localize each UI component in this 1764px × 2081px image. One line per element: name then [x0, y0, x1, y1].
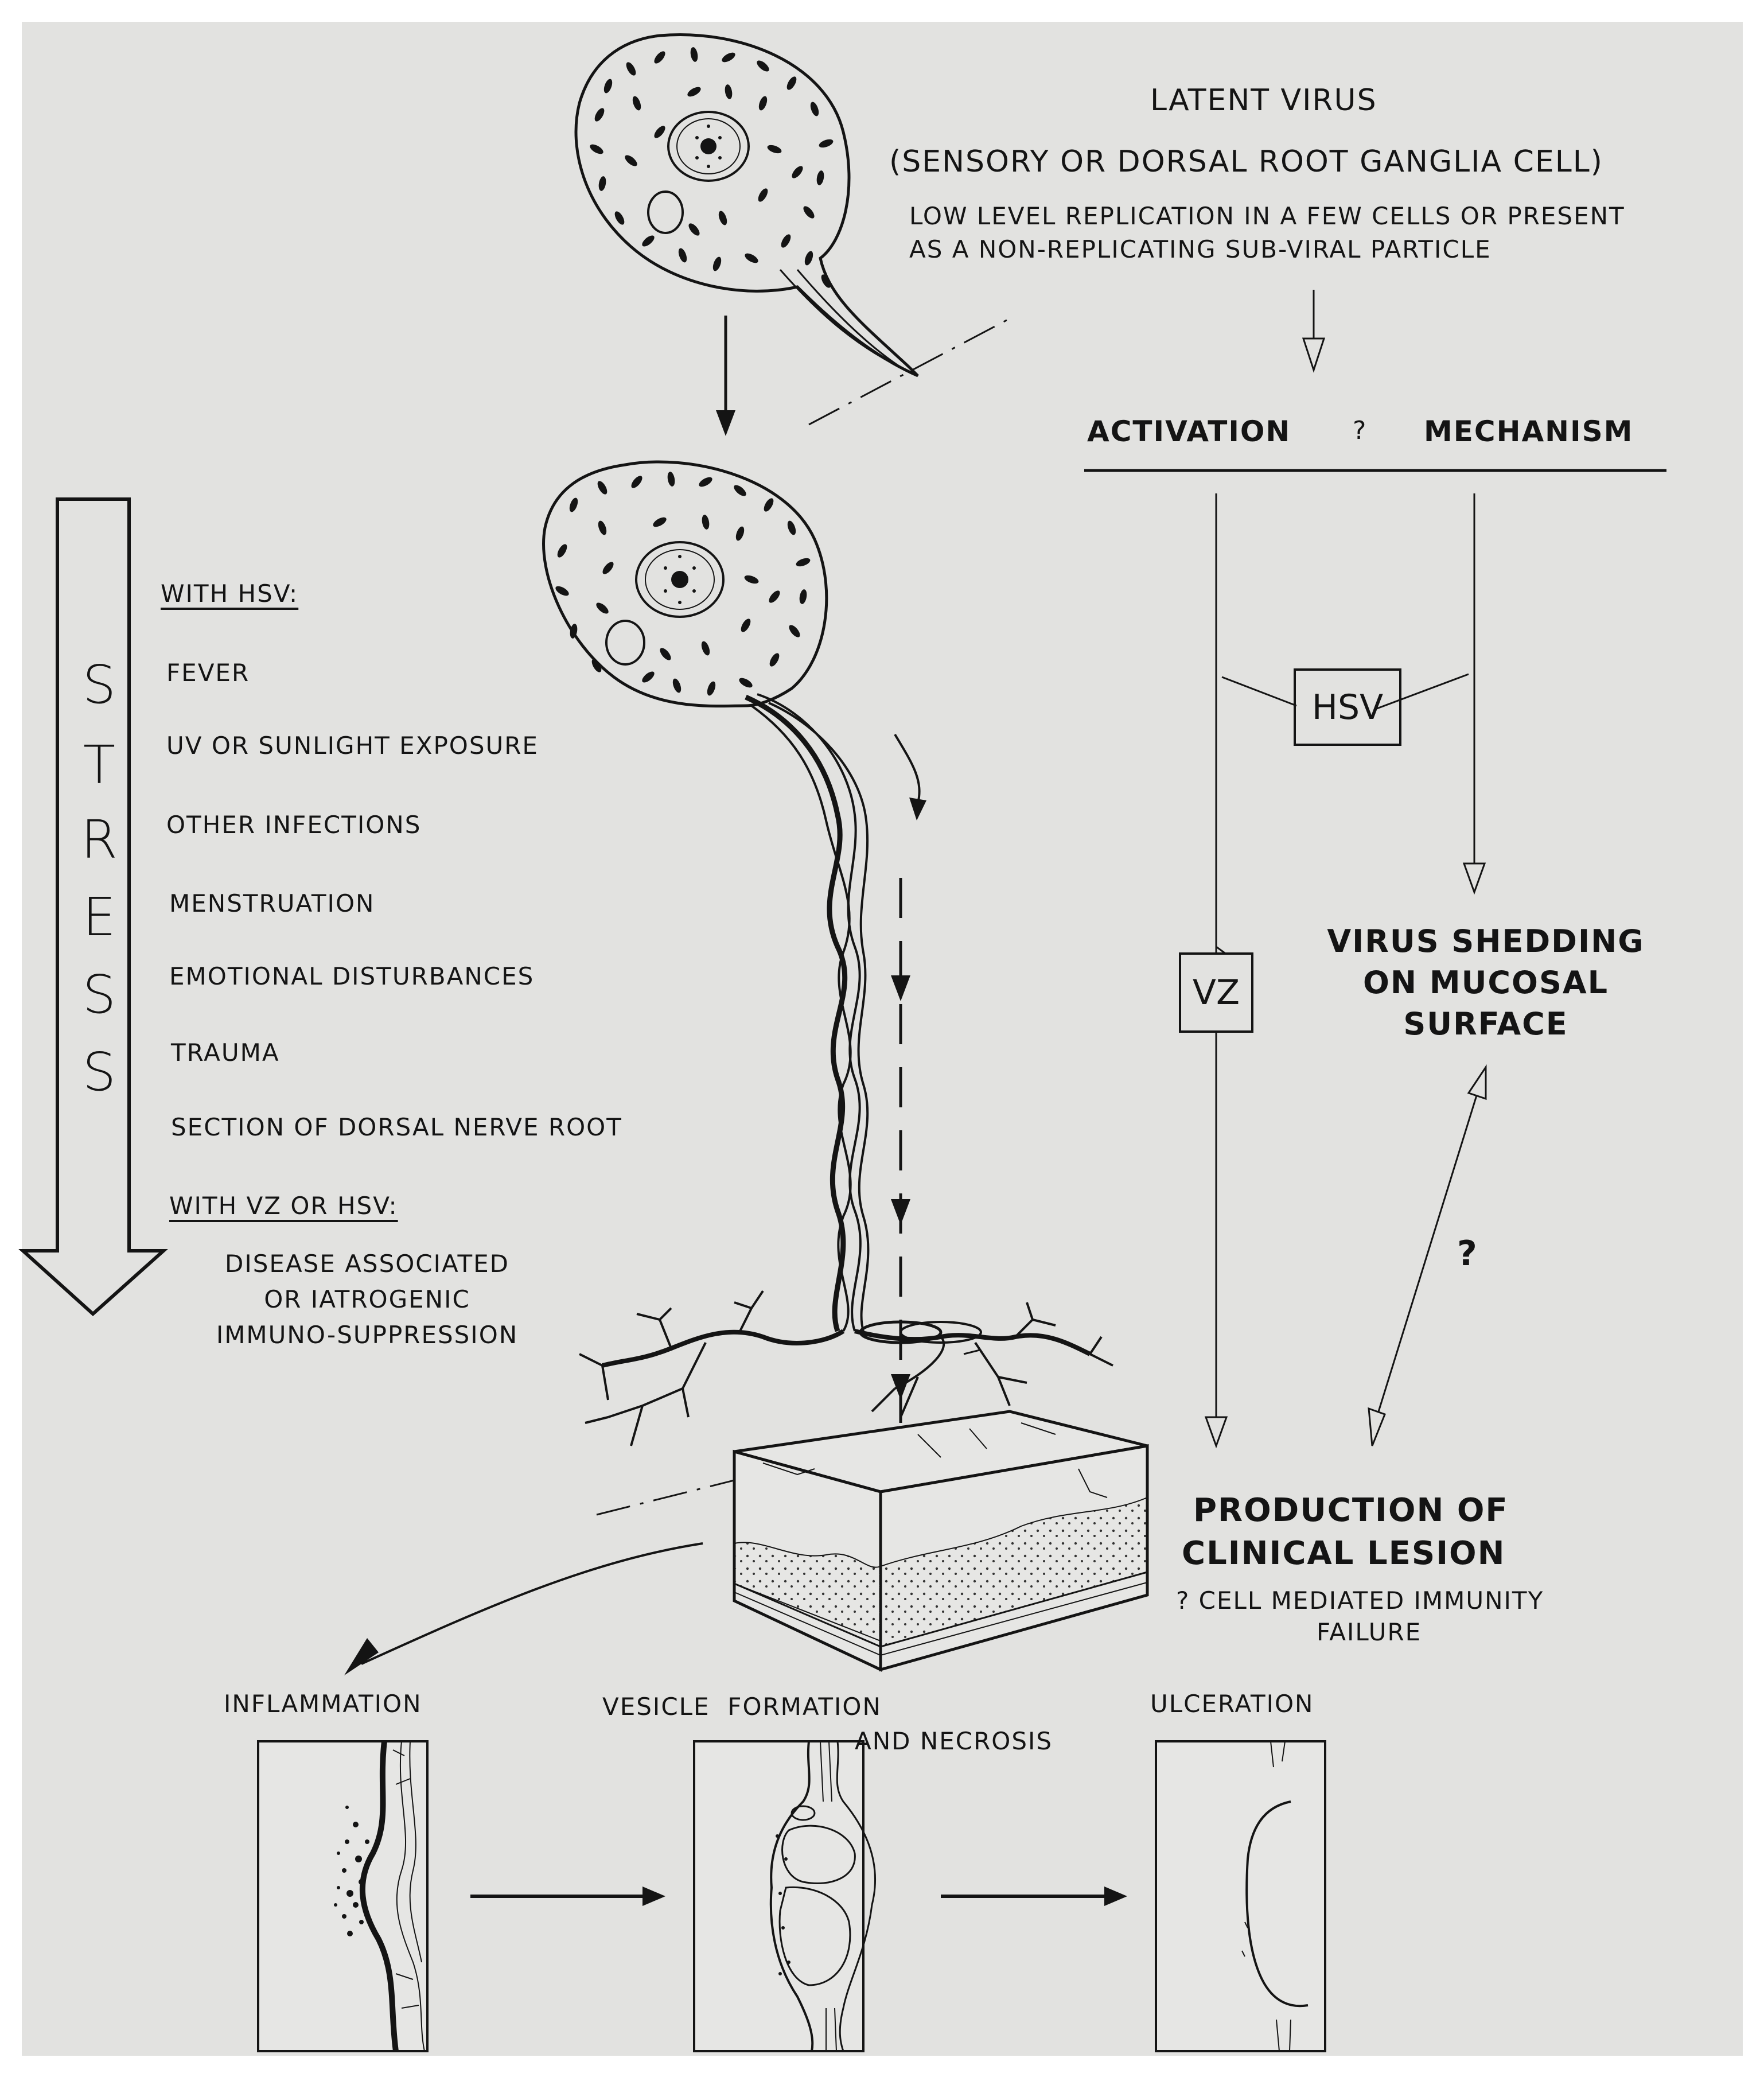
stage-label-ulceration: ULCERATION [1150, 1690, 1314, 1718]
hsv-box-label: HSV [1311, 687, 1384, 728]
latent-virus-title: LATENT VIRUS [1150, 83, 1377, 118]
paper-background [22, 22, 1743, 2056]
immuno-line-2: OR IATROGENIC [264, 1285, 470, 1313]
activation-label: ACTIVATION [1087, 415, 1291, 448]
virus-shedding-line-3: SURFACE [1403, 1006, 1568, 1042]
production-line-2: CLINICAL LESION [1182, 1535, 1506, 1572]
arrow-along-fiber [894, 733, 926, 820]
ganglion-speckles-lower [555, 472, 811, 696]
immuno-line-3: IMMUNO-SUPPRESSION [216, 1321, 519, 1349]
ganglion-speckles-upper [590, 47, 834, 288]
virus-shedding-line-2: ON MUCOSAL [1362, 964, 1609, 1001]
production-line-1: PRODUCTION OF [1193, 1492, 1509, 1529]
hsv-box: HSV [1294, 668, 1401, 746]
stress-item-fever: FEVER [166, 659, 250, 687]
activation-question: ? [1353, 416, 1368, 445]
stress-item-dorsal-root: SECTION OF DORSAL NERVE ROOT [171, 1113, 622, 1141]
stress-letter-2: T [83, 734, 116, 796]
stress-letter-5: S [82, 964, 116, 1025]
link-question-mark: ? [1457, 1234, 1478, 1274]
mechanism-label: MECHANISM [1424, 415, 1634, 448]
nerve-branches [579, 1290, 1113, 1446]
inflammation-spots [334, 1806, 369, 1936]
vz-box: VZ [1179, 952, 1253, 1033]
immunosuppression-block: DISEASE ASSOCIATED OR IATROGENIC IMMUNO-… [195, 1246, 539, 1353]
vesicle-dots [776, 1834, 791, 1975]
stress-item-trauma: TRAUMA [171, 1038, 280, 1067]
nerve-fiber-bundle [745, 693, 870, 1332]
stress-item-uv: UV OR SUNLIGHT EXPOSURE [166, 732, 539, 760]
with-hsv-heading: WITH HSV: [161, 579, 299, 608]
arrow-stage-1-to-2 [470, 1886, 665, 1906]
immuno-line-1: DISEASE ASSOCIATED [224, 1250, 510, 1278]
stress-letter-1: S [82, 654, 116, 715]
stage-panel-ulceration [1155, 1740, 1326, 2052]
dashed-descending-arrow [891, 878, 910, 1423]
ganglion-cell-upper [574, 33, 919, 378]
stage-label-vesicle-2: AND NECROSIS [855, 1727, 1053, 1755]
latent-virus-line-1: LOW LEVEL REPLICATION IN A FEW CELLS OR … [909, 202, 1625, 230]
arrow-cell-to-cell [716, 316, 735, 436]
stage-label-vesicle-1: VESICLE FORMATION [602, 1693, 882, 1721]
arrow-stage-2-to-3 [941, 1886, 1127, 1906]
vz-box-label: VZ [1192, 973, 1240, 1013]
with-vz-or-hsv-heading: WITH VZ OR HSV: [169, 1192, 398, 1220]
stress-letter-4: E [82, 886, 116, 948]
stress-letter-3: R [81, 809, 118, 870]
latent-virus-subtitle: (SENSORY OR DORSAL ROOT GANGLIA CELL) [889, 145, 1603, 179]
skin-block [733, 1410, 1149, 1672]
ganglion-cell-lower [542, 460, 828, 708]
flowchart-lines [1084, 290, 1666, 1449]
curved-arrow-to-inflammation [344, 1542, 703, 1675]
virus-shedding-line-1: VIRUS SHEDDING [1327, 923, 1645, 959]
stress-arrow-shape [18, 497, 168, 1317]
stage-panel-vesicle [693, 1740, 877, 2052]
stage-panel-inflammation [257, 1740, 429, 2052]
latent-virus-line-2: AS A NON-REPLICATING SUB-VIRAL PARTICLE [909, 235, 1492, 263]
production-line-3: ? CELL MEDIATED IMMUNITY [1176, 1586, 1544, 1615]
section-line-upper [808, 314, 1016, 426]
stress-item-emotional: EMOTIONAL DISTURBANCES [169, 962, 535, 990]
stress-item-menstruation: MENSTRUATION [169, 889, 375, 917]
stage-label-inflammation: INFLAMMATION [224, 1690, 422, 1718]
section-line-lower-right [963, 1347, 987, 1355]
stress-item-infections: OTHER INFECTIONS [166, 811, 422, 839]
stress-letter-6: S [82, 1041, 116, 1103]
section-line-lower-left [596, 1479, 735, 1516]
production-line-4: FAILURE [1317, 1618, 1422, 1646]
virus-shedding-block: VIRUS SHEDDING ON MUCOSAL SURFACE [1308, 921, 1664, 1045]
